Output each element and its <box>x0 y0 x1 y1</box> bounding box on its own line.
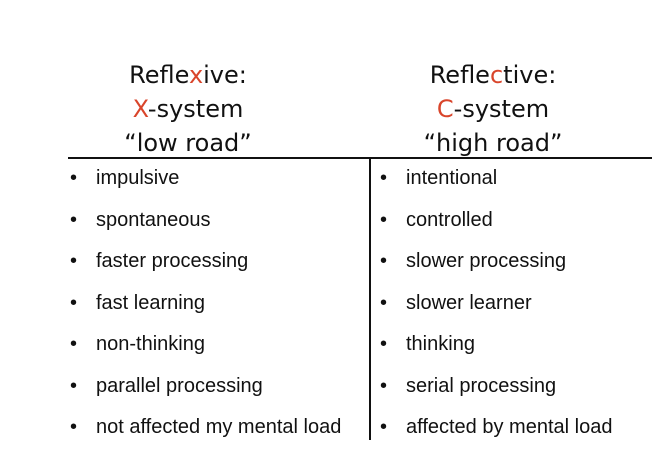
bullet-icon: • <box>70 416 78 438</box>
list-item-label: not affected my mental load <box>96 416 342 438</box>
header-title-reflective: Reflective: <box>343 58 643 92</box>
header-system-c: C-system <box>343 92 643 126</box>
bullet-icon: • <box>380 333 388 355</box>
list-item-label: slower processing <box>406 250 567 272</box>
bullet-icon: • <box>380 167 388 189</box>
title-accent-letter: x <box>188 61 204 89</box>
header-road-low: “low road” <box>124 129 252 157</box>
system-accent-letter: X <box>132 95 148 123</box>
list-item: • impulsive <box>68 164 368 206</box>
list-item: • faster processing <box>68 247 368 289</box>
list-item: • fast learning <box>68 289 368 331</box>
title-prefix: Refle <box>429 61 490 89</box>
list-item-label: fast learning <box>96 291 205 314</box>
system-accent-letter: C <box>436 95 454 123</box>
list-item-label: intentional <box>406 167 498 189</box>
list-item-label: thinking <box>406 333 475 355</box>
header-reflexive: Reflexive: X-system “low road” <box>38 58 338 160</box>
list-item: • not affected my mental load <box>68 413 368 455</box>
header-road-high: “high road” <box>423 129 563 157</box>
bullet-icon: • <box>70 291 78 314</box>
list-item-label: non-thinking <box>96 333 205 355</box>
bullet-icon: • <box>70 250 78 272</box>
system-suffix: -system <box>453 95 550 123</box>
list-item-label: spontaneous <box>96 208 211 231</box>
list-item: • controlled <box>378 206 663 248</box>
bullet-icon: • <box>70 374 78 397</box>
list-item: • serial processing <box>378 372 663 414</box>
bullet-icon: • <box>380 208 388 231</box>
list-item: • slower learner <box>378 289 663 331</box>
title-suffix: ive: <box>203 61 247 89</box>
list-item-label: controlled <box>406 208 493 231</box>
bullet-icon: • <box>380 416 388 438</box>
bullet-icon: • <box>70 333 78 355</box>
bullet-icon: • <box>380 250 388 272</box>
title-suffix: tive: <box>503 61 557 89</box>
system-suffix: -system <box>147 95 244 123</box>
list-item-label: serial processing <box>406 374 557 397</box>
reflective-trait-list: • intentional • controlled • slower process… <box>378 164 663 455</box>
reflexive-trait-list: • impulsive • spontaneous • faster processi… <box>68 164 368 455</box>
list-item: • non-thinking <box>68 330 368 372</box>
list-item-label: faster processing <box>96 250 249 272</box>
bullet-icon: • <box>70 208 78 231</box>
header-reflective: Reflective: C-system “high road” <box>343 58 643 160</box>
list-item-label: slower learner <box>406 291 532 314</box>
header-system-x: X-system <box>38 92 338 126</box>
list-item: • slower processing <box>378 247 663 289</box>
list-item-label: affected by mental load <box>406 416 613 438</box>
title-prefix: Refle <box>129 61 189 89</box>
list-item: • intentional <box>378 164 663 206</box>
bullet-icon: • <box>380 291 388 314</box>
title-accent-letter: c <box>489 61 504 89</box>
list-item-label: impulsive <box>96 167 180 189</box>
header-title-reflexive: Reflexive: <box>38 58 338 92</box>
horizontal-divider <box>68 157 652 159</box>
list-item-label: parallel processing <box>96 374 263 397</box>
list-item: • parallel processing <box>68 372 368 414</box>
list-item: • thinking <box>378 330 663 372</box>
bullet-icon: • <box>70 167 78 189</box>
bullet-icon: • <box>380 374 388 397</box>
vertical-divider <box>369 158 371 440</box>
list-item: • affected by mental load <box>378 413 663 455</box>
list-item: • spontaneous <box>68 206 368 248</box>
